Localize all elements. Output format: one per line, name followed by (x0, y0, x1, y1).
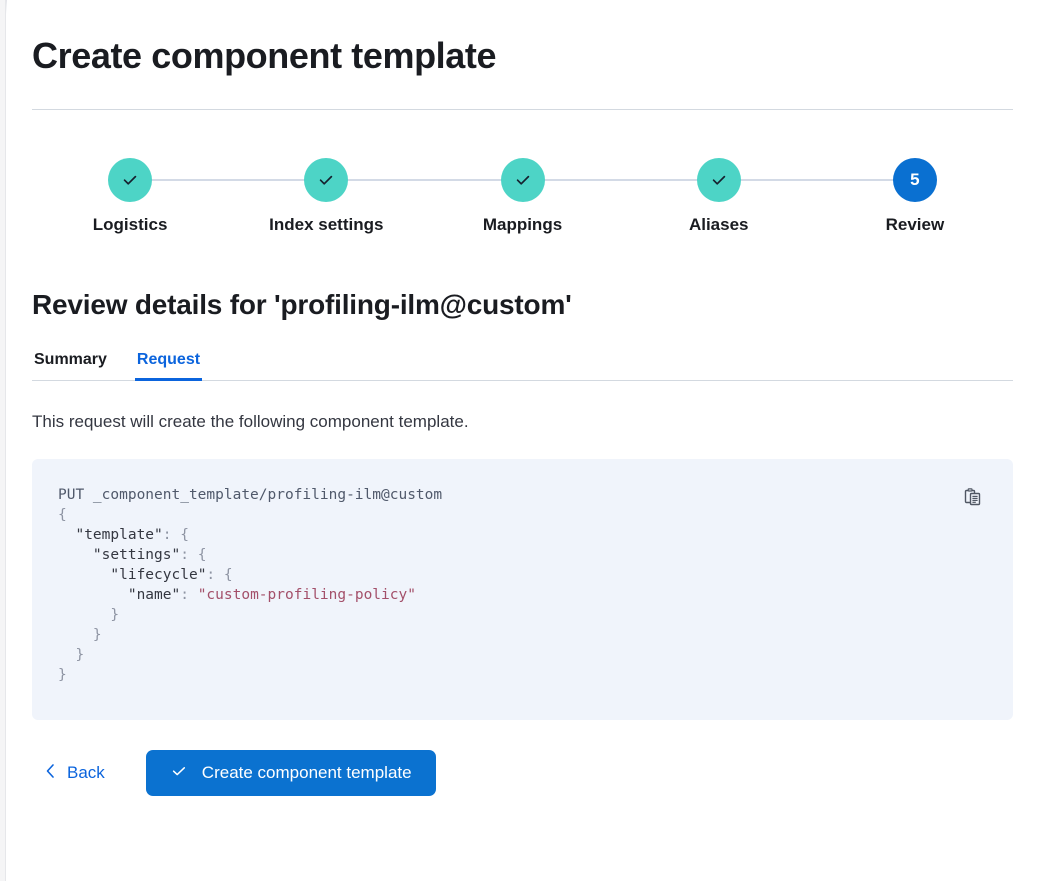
code-token: "template" (75, 527, 163, 543)
code-token: "settings" (92, 547, 181, 563)
stepper-step-label: Logistics (92, 215, 168, 234)
check-icon (500, 158, 545, 202)
content-area: Create component template Logistics Index… (32, 0, 1013, 796)
chevron-left-icon (44, 762, 57, 785)
stepper-step-label: Aliases (688, 215, 749, 234)
left-rail (0, 0, 6, 881)
check-icon (304, 158, 349, 202)
request-code-panel: PUT _component_template/profiling-ilm@cu… (32, 459, 1013, 720)
stepper-step-label: Mappings (482, 215, 563, 234)
code-token: : { (206, 567, 233, 583)
tab-request[interactable]: Request (134, 351, 203, 381)
code-token (58, 587, 128, 603)
code-token (58, 547, 93, 563)
code-token: PUT _component_template/profiling-ilm@cu… (58, 487, 443, 503)
stepper-number-badge: 5 (892, 158, 937, 202)
check-icon (696, 158, 741, 202)
create-component-template-button[interactable]: Create component template (145, 750, 436, 796)
review-heading: Review details for 'profiling-ilm@custom… (32, 289, 572, 320)
code-token: } (58, 607, 120, 623)
create-component-template-label: Create component template (201, 763, 412, 782)
code-token: "lifecycle" (110, 567, 207, 583)
check-icon (170, 762, 188, 785)
page-container: Create component template Logistics Index… (7, 0, 1040, 881)
code-token: : (180, 587, 198, 603)
request-description: This request will create the following c… (32, 412, 469, 431)
code-token: : { (180, 547, 207, 563)
code-token: } (58, 647, 85, 663)
stepper-step-logistics[interactable]: Logistics (32, 158, 327, 235)
stepper-connector (130, 179, 327, 181)
stepper-connector (326, 179, 523, 181)
page-title: Create component template (32, 35, 497, 76)
stepper-connector (522, 179, 719, 181)
request-code: PUT _component_template/profiling-ilm@cu… (58, 485, 987, 685)
back-button[interactable]: Back (32, 758, 105, 789)
clipboard-copy-icon[interactable] (961, 485, 985, 509)
code-token (58, 567, 110, 583)
code-token: { (58, 507, 67, 523)
wizard-footer: Back Create component template (32, 750, 1013, 796)
code-token: : { (162, 527, 189, 543)
check-icon (108, 158, 153, 202)
code-token: "custom-profiling-policy" (197, 587, 416, 603)
stepper-step-index-settings[interactable]: Index settings (228, 158, 523, 235)
back-button-label: Back (67, 763, 105, 782)
title-divider (32, 109, 1013, 110)
stepper-step-aliases[interactable]: Aliases (621, 158, 915, 235)
review-tabs: Summary Request (32, 351, 1013, 381)
code-token (58, 527, 75, 543)
stepper-connector (718, 179, 915, 181)
code-token: } (58, 627, 102, 643)
code-token: } (58, 667, 67, 683)
code-token: "name" (127, 587, 181, 603)
stepper-step-label: Index settings (269, 215, 384, 234)
stepper-step-mappings[interactable]: Mappings (424, 158, 719, 235)
tab-summary[interactable]: Summary (32, 351, 109, 380)
stepper-step-label: Review (885, 215, 945, 234)
